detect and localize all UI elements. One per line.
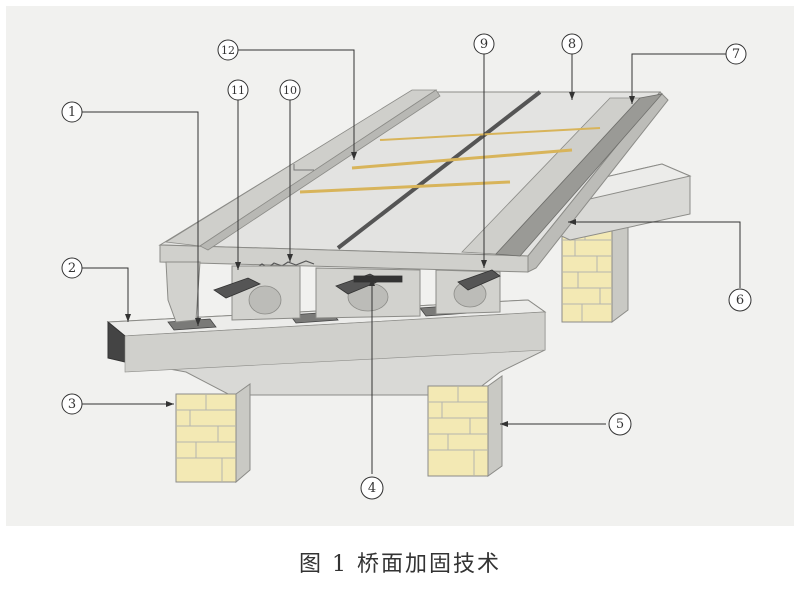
callout-7: 7 <box>725 43 747 65</box>
callout-5: 5 <box>608 412 632 436</box>
svg-text:9: 9 <box>480 37 488 52</box>
girders <box>165 261 501 323</box>
svg-text:1: 1 <box>68 105 76 120</box>
svg-text:2: 2 <box>68 261 76 276</box>
callout-3: 3 <box>61 393 83 415</box>
svg-text:12: 12 <box>221 44 235 57</box>
svg-text:6: 6 <box>736 293 744 308</box>
callout-8: 8 <box>561 33 583 55</box>
svg-text:8: 8 <box>568 37 576 52</box>
callout-4: 4 <box>360 476 384 500</box>
callout-2: 2 <box>61 257 83 279</box>
callout-1: 1 <box>61 101 83 123</box>
steel-plates <box>213 269 501 299</box>
callout-12: 12 <box>217 39 239 61</box>
figure-caption: 图 1 桥面加固技术 <box>299 552 501 577</box>
leader-lines <box>82 49 741 474</box>
svg-text:4: 4 <box>368 481 376 496</box>
rear-pier <box>561 213 629 323</box>
svg-text:3: 3 <box>68 397 76 412</box>
svg-text:7: 7 <box>732 47 740 62</box>
callout-10: 10 <box>279 79 301 101</box>
arrow-tips <box>125 92 635 427</box>
front-left-pier <box>175 383 251 484</box>
svg-text:11: 11 <box>231 84 245 97</box>
svg-text:10: 10 <box>283 84 297 97</box>
svg-text:5: 5 <box>616 417 624 432</box>
front-right-pier <box>427 375 503 477</box>
callout-6: 6 <box>728 288 752 312</box>
callout-11: 11 <box>227 79 249 101</box>
deck-slab <box>158 89 669 273</box>
callout-9: 9 <box>473 33 495 55</box>
